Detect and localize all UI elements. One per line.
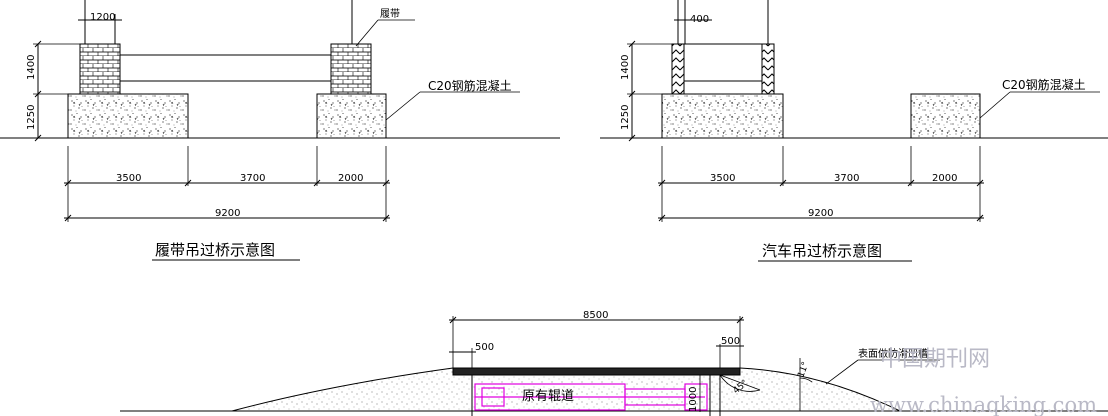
watermark-url: www.chinaqking.com xyxy=(870,393,1097,416)
tire-strip-left xyxy=(671,43,685,95)
concrete-block-left xyxy=(661,93,784,139)
diagram-ramp-section: 原有辊道 1000 8500 500 500 45° 11° 表面做防滑凹槽 xyxy=(120,310,1108,416)
dim-span-3: 2000 xyxy=(338,173,363,184)
concrete-block-left xyxy=(67,93,189,139)
dim-height-lower: 1250 xyxy=(26,105,37,130)
label-concrete-left: C20钢筋混凝土 xyxy=(428,78,512,93)
dim-left-end: 500 xyxy=(475,342,494,353)
label-roller-table: 原有辊道 xyxy=(522,389,574,404)
dim-right-end: 500 xyxy=(721,336,740,347)
dim-height-upper: 1400 xyxy=(26,55,37,80)
dim-total: 9200 xyxy=(215,208,240,219)
label-slope-angle: 11° xyxy=(796,361,811,379)
dim-span-1: 3500 xyxy=(710,173,735,184)
label-concrete-right: C20钢筋混凝土 xyxy=(1002,77,1086,92)
roller-table xyxy=(474,383,708,411)
label-anti-slip: 表面做防滑凹槽 xyxy=(858,347,928,360)
tire-strip-right xyxy=(761,43,775,95)
dim-top-width: 400 xyxy=(690,14,709,25)
dim-total: 9200 xyxy=(808,208,833,219)
caption-crawler: 履带吊过桥示意图 xyxy=(155,241,275,259)
concrete-block-right xyxy=(910,93,981,139)
dim-span-2: 3700 xyxy=(240,173,265,184)
diagram-crawler-crane: 1200 1400 1250 履带 C20钢筋混凝土 3500 3700 200… xyxy=(0,0,560,261)
dim-height-upper: 1400 xyxy=(620,55,631,80)
dim-span-3: 2000 xyxy=(932,173,957,184)
dim-total-width: 8500 xyxy=(583,310,608,321)
deck-slab xyxy=(452,367,741,376)
dim-span-1: 3500 xyxy=(116,173,141,184)
track-pad-right xyxy=(330,43,372,95)
dim-height-lower: 1250 xyxy=(620,105,631,130)
caption-truck: 汽车吊过桥示意图 xyxy=(762,242,882,260)
label-track: 履带 xyxy=(380,8,400,20)
dim-depth: 1000 xyxy=(688,387,699,412)
watermark-cn: 中国期刊网 xyxy=(880,347,990,372)
dim-span-2: 3700 xyxy=(834,173,859,184)
diagram-truck-crane: 400 1400 1250 C20钢筋混凝土 3500 3700 2000 92… xyxy=(600,0,1108,262)
dim-top-width: 1200 xyxy=(90,12,115,23)
track-pad-left xyxy=(79,43,121,95)
concrete-block-right xyxy=(316,93,387,139)
